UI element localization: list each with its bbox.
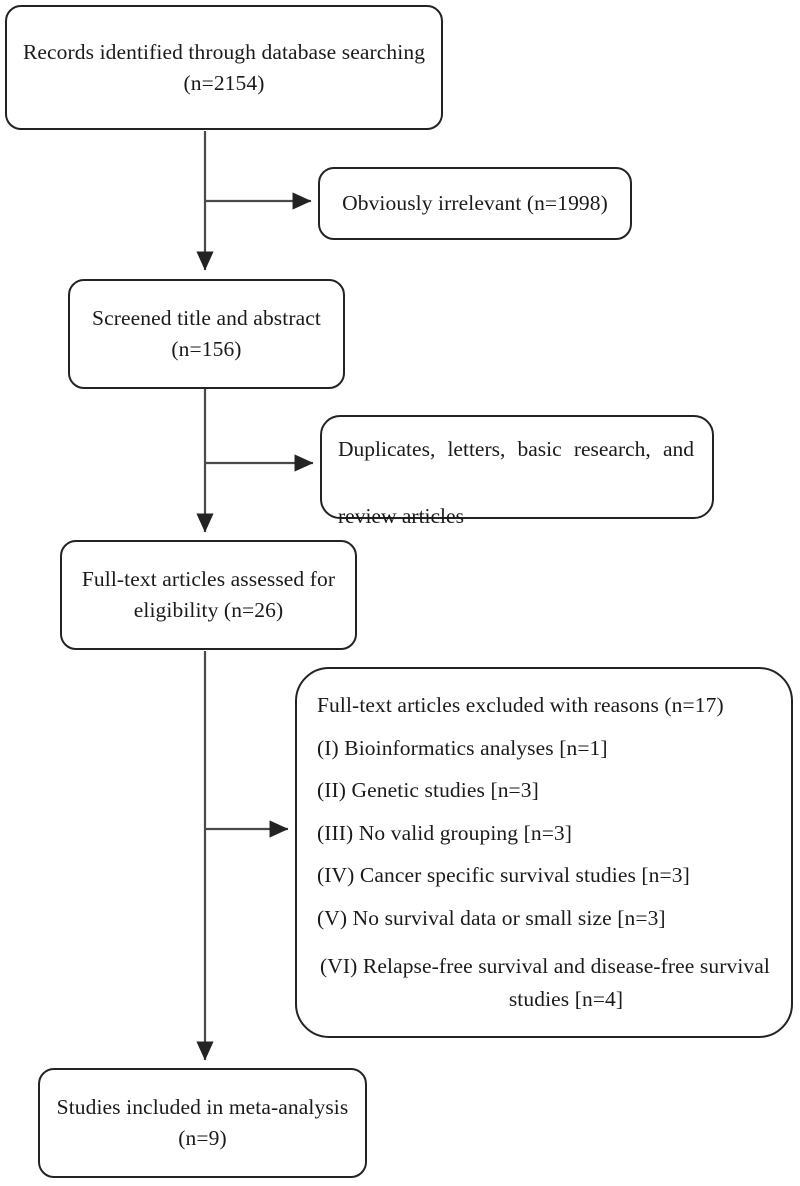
exclusion-reason-5: (V) No survival data or small size [n=3]: [317, 905, 666, 930]
exclusion-reason-3: (III) No valid grouping [n=3]: [317, 820, 573, 845]
node-screened-count: (n=156): [171, 337, 242, 361]
node-studies-included-line1: Studies included in meta-analysis: [56, 1095, 349, 1120]
node-studies-included-count: (n=9): [178, 1126, 227, 1150]
node-fulltext-excluded: Full-text articles excluded with reasons…: [295, 667, 793, 1038]
node-obviously-irrelevant-label: Obviously irrelevant (n=1998): [342, 191, 608, 216]
exclusion-heading: Full-text articles excluded with reasons…: [317, 693, 724, 717]
node-duplicates-text: Duplicates, letters, basic research, and…: [338, 433, 694, 533]
node-studies-included: Studies included in meta-analysis (n=9): [38, 1068, 367, 1178]
node-fulltext-assessed: Full-text articles assessed for eligibil…: [60, 540, 357, 650]
node-screened-line1: Screened title and abstract: [92, 306, 321, 331]
node-fulltext-line2: eligibility (n=26): [133, 598, 284, 622]
exclusion-reason-4: (IV) Cancer specific survival studies [n…: [317, 863, 690, 887]
exclusion-reason-6: (VI) Relapse-free survival and disease-f…: [317, 950, 777, 1015]
node-records-identified-line1: Records identified through database sear…: [22, 39, 426, 64]
node-duplicates-line2: review articles: [338, 503, 464, 528]
node-records-identified: Records identified through database sear…: [5, 5, 443, 130]
exclusion-reason-6-part1: (VI) Relapse-free survival and disease-f…: [320, 954, 770, 978]
node-duplicates-letters: Duplicates, letters, basic research, and…: [320, 415, 714, 528]
node-obviously-irrelevant: Obviously irrelevant (n=1998): [318, 167, 632, 240]
node-fulltext-line1: Full-text articles assessed for: [81, 567, 336, 592]
exclusion-reason-1: (I) Bioinformatics analyses [n=1]: [317, 735, 608, 760]
node-records-identified-count: (n=2154): [183, 70, 265, 95]
exclusion-reason-2: (II) Genetic studies [n=3]: [317, 778, 539, 802]
node-duplicates-line1: Duplicates, letters, basic research, and: [338, 437, 694, 461]
node-screened-title-abstract: Screened title and abstract (n=156): [68, 279, 345, 389]
exclusion-reason-6-part2: studies [n=4]: [508, 986, 624, 1011]
